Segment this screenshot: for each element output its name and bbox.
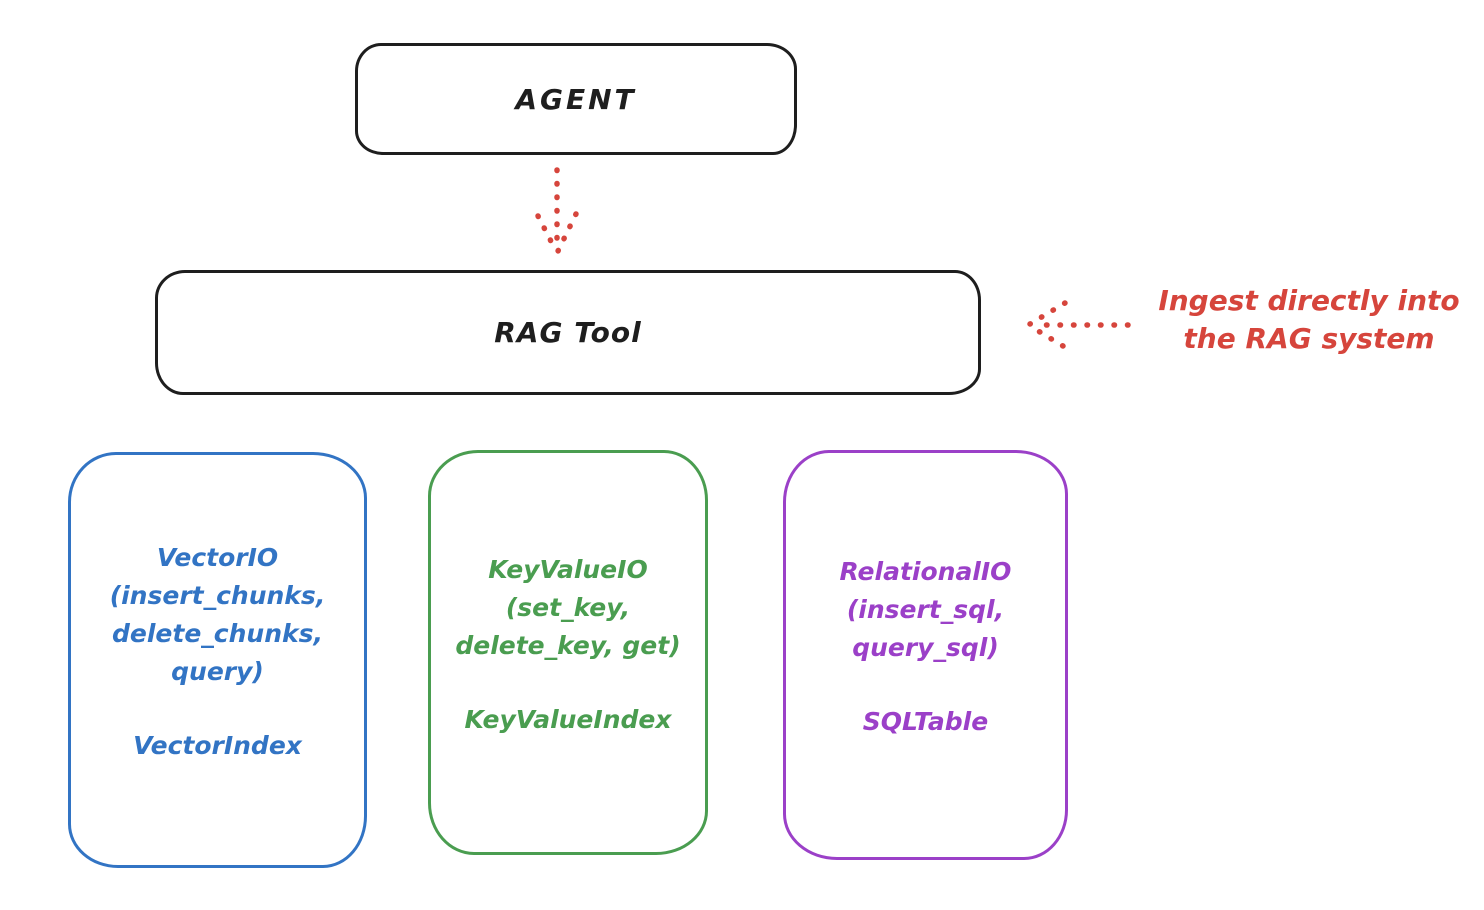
ingest-annotation-line1: Ingest directly into (1158, 284, 1460, 317)
keyvalue-io-line: KeyValueIO (488, 555, 648, 584)
keyvalue-io-line: (set_key, (505, 593, 631, 622)
rag-tool-label: RAG Tool (494, 316, 642, 349)
vector-io-line: query) (171, 657, 264, 686)
vector-index-label: VectorIndex (133, 731, 302, 760)
relational-io-line: query_sql) (852, 633, 999, 662)
vector-io-box: VectorIO (insert_chunks, delete_chunks, … (68, 452, 367, 868)
vector-io-line: (insert_chunks, (109, 581, 326, 610)
ingest-annotation: Ingest directly into the RAG system (1136, 282, 1482, 358)
agent-label: AGENT (515, 82, 637, 116)
rag-tool-box: RAG Tool (155, 270, 981, 395)
vector-io-line: VectorIO (156, 543, 279, 572)
vector-io-line: delete_chunks, (112, 619, 323, 648)
agent-to-rag-arrow-icon (535, 167, 579, 254)
agent-box: AGENT (355, 43, 797, 155)
keyvalue-io-box: KeyValueIO (set_key, delete_key, get) Ke… (428, 450, 708, 855)
keyvalue-index-label: KeyValueIndex (464, 705, 672, 734)
ingest-annotation-line2: the RAG system (1183, 322, 1435, 355)
keyvalue-io-line: delete_key, get) (455, 631, 681, 660)
relational-io-box: RelationalIO (insert_sql, query_sql) SQL… (783, 450, 1068, 860)
ingest-arrow-icon (1027, 300, 1131, 349)
relational-io-line: RelationalIO (839, 557, 1012, 586)
relational-io-line: (insert_sql, (846, 595, 1005, 624)
sql-table-label: SQLTable (862, 707, 989, 736)
